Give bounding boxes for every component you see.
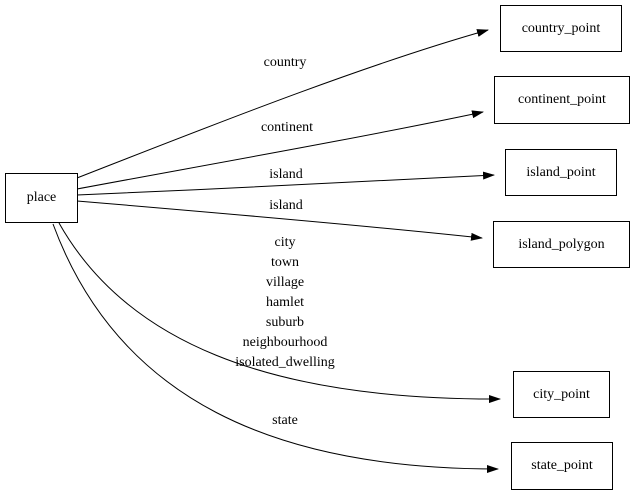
node-island-point: island_point — [505, 149, 617, 196]
edge-label-line: hamlet — [265, 295, 305, 310]
edge-label-state: state — [272, 413, 298, 428]
edge-place-country_point — [76, 29, 489, 179]
edge-label-line: suburb — [265, 315, 305, 330]
edge-label-country: country — [263, 55, 307, 70]
node-state-point: state_point — [511, 442, 613, 490]
edge-label-line: village — [265, 275, 305, 290]
node-city-point: city_point — [513, 371, 610, 418]
edge-label-city-group: city town village hamlet suburb neighbou… — [235, 233, 335, 373]
edge-place-city_point — [58, 222, 501, 404]
edge-label-island-polygon: island — [269, 198, 303, 213]
edge-place-island_polygon — [76, 200, 483, 241]
edge-label-line: neighbourhood — [242, 335, 328, 350]
node-continent-point: continent_point — [494, 76, 630, 124]
node-place: place — [5, 173, 78, 223]
edge-place-continent_point — [76, 110, 484, 190]
edge-label-island-point: island — [269, 167, 303, 182]
edge-label-continent: continent — [260, 120, 314, 135]
node-island-polygon: island_polygon — [493, 221, 630, 268]
edge-place-state_point — [52, 223, 499, 473]
edge-label-line: isolated_dwelling — [235, 355, 335, 370]
node-country-point: country_point — [500, 5, 622, 52]
edge-label-line: city — [274, 235, 296, 250]
edge-place-island_point — [76, 171, 495, 196]
edge-label-line: town — [270, 255, 299, 270]
